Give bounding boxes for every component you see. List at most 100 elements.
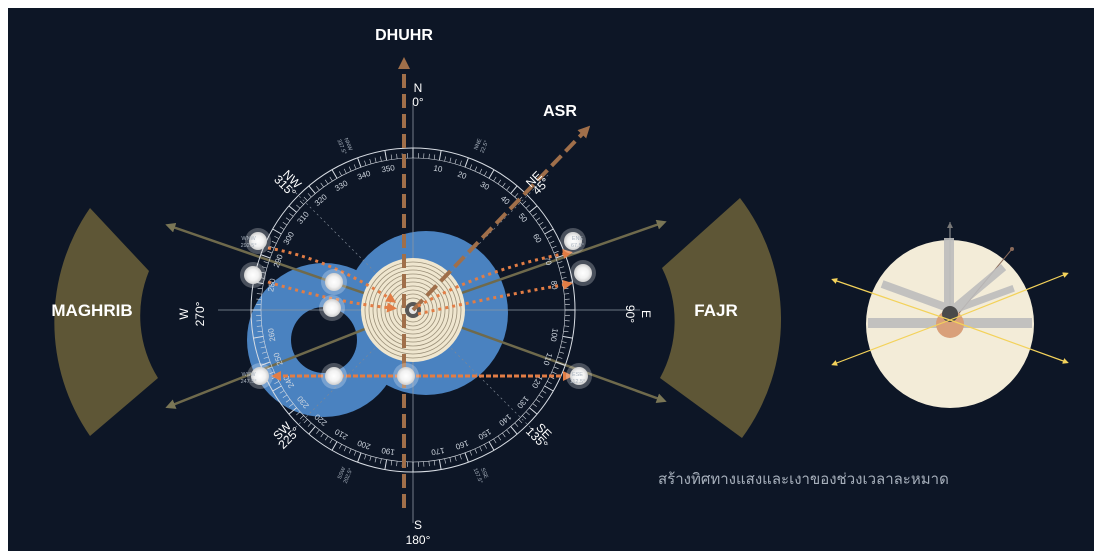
compass-tick	[263, 261, 269, 264]
compass-tick	[506, 429, 510, 434]
dome-ring	[396, 293, 430, 327]
minor-direction-abbr: WSW	[242, 372, 257, 378]
compass-tick	[374, 457, 377, 463]
compass-tick	[296, 204, 301, 209]
maghrib-wing	[54, 208, 158, 436]
compass-tick	[551, 371, 557, 375]
compass-tick	[271, 240, 277, 244]
dome-ring	[364, 261, 462, 359]
compass-tick	[438, 150, 442, 161]
compass-tick	[348, 166, 352, 172]
compass-tick	[316, 429, 320, 434]
compass-tick	[555, 361, 566, 366]
compass-tick	[259, 341, 265, 343]
compass-tick	[331, 441, 338, 451]
sun-sphere	[564, 232, 582, 250]
compass-tick	[549, 240, 555, 244]
compass-tick	[506, 186, 510, 191]
minor-direction-degree: 247.5°	[241, 379, 257, 385]
shadow-arrows	[267, 246, 573, 381]
compass-tick	[260, 254, 271, 259]
compass-tick	[272, 385, 282, 392]
compass-tick-label: 70	[542, 255, 554, 267]
compass-tick	[274, 381, 279, 384]
compass-tick	[369, 158, 372, 164]
dhuhr-label: DHUHR	[375, 27, 433, 44]
compass-tick	[438, 459, 442, 470]
compass-tick-label: 210	[333, 427, 350, 442]
east-degree: 90°	[623, 305, 637, 323]
compass-tick	[459, 160, 462, 166]
compass-tick	[518, 419, 523, 424]
south-degree: 180°	[406, 533, 431, 547]
compass-tick	[256, 293, 262, 295]
compass-tick	[522, 200, 527, 205]
compass-tick	[553, 250, 559, 254]
compass-tick	[296, 411, 301, 416]
sun-sphere	[323, 299, 341, 317]
compass-tick	[464, 452, 469, 463]
compass-tick	[514, 422, 519, 427]
compass-tick	[324, 179, 329, 185]
compass-tick	[364, 454, 367, 460]
sun-positions	[240, 228, 596, 389]
asr-label: ASR	[543, 103, 577, 120]
compass-tick	[561, 277, 567, 279]
sun-sphere	[397, 367, 415, 385]
compass-tick	[329, 438, 333, 444]
compass-tick	[535, 217, 541, 221]
west-degree: 270°	[193, 301, 207, 326]
compass-tick	[308, 185, 316, 194]
fajr-label: FAJR	[694, 301, 737, 320]
minor-direction-abbr: SSW	[337, 466, 348, 481]
compass-tick	[535, 399, 541, 403]
compass-tick	[541, 390, 547, 394]
compass-tick	[261, 266, 267, 269]
minor-direction-abbr: WNW	[241, 236, 256, 242]
compass-tick	[282, 394, 288, 399]
compass-tick	[510, 185, 518, 194]
compass-tick	[369, 456, 372, 462]
compass-tick	[484, 171, 487, 176]
compass-tick	[274, 236, 279, 239]
compass-tick-label: 310	[295, 209, 311, 225]
compass-tick	[308, 426, 316, 435]
sun-sphere	[251, 367, 269, 385]
compass-tick	[544, 228, 554, 235]
minor-direction-abbr: NNW	[342, 137, 353, 152]
compass-tick	[285, 399, 291, 403]
compass-tick	[433, 154, 436, 160]
compass-tick	[560, 346, 566, 349]
compass-tick	[390, 154, 393, 160]
compass-tick	[263, 356, 269, 359]
compass-tick	[329, 176, 333, 182]
minor-direction-degree: 157.5°	[472, 467, 484, 484]
compass-tick	[529, 205, 538, 213]
compass-tick	[502, 182, 506, 188]
minor-direction-degree: 22.5°	[480, 140, 490, 154]
compass-tick-label: 190	[380, 446, 395, 457]
compass-tick	[479, 446, 483, 452]
compass-tick	[288, 407, 297, 415]
compass-tick	[563, 330, 569, 333]
dome-ring	[400, 297, 426, 323]
dome-ring	[380, 277, 446, 343]
south-letter: S	[414, 518, 422, 532]
minor-direction-degree: 292.5°	[241, 243, 257, 249]
compass-tick	[474, 448, 478, 454]
compass-tick	[502, 432, 506, 438]
compass-tick-label: 60	[531, 232, 544, 245]
compass-tick	[303, 196, 308, 201]
minor-direction-degree: 67.5°	[571, 243, 584, 249]
compass-tick	[488, 169, 495, 179]
compass-tick	[559, 351, 565, 354]
compass-tick-label: 140	[497, 412, 513, 428]
compass-tick	[464, 157, 469, 168]
compass-tick	[343, 168, 347, 174]
sun-path-diagram: 1020304050607080100110120130140150160170…	[51, 27, 1069, 547]
compass-tick	[253, 335, 264, 339]
compass-tick-label: 40	[499, 194, 512, 207]
compass-tick	[353, 164, 357, 170]
dome-ring	[368, 265, 458, 355]
